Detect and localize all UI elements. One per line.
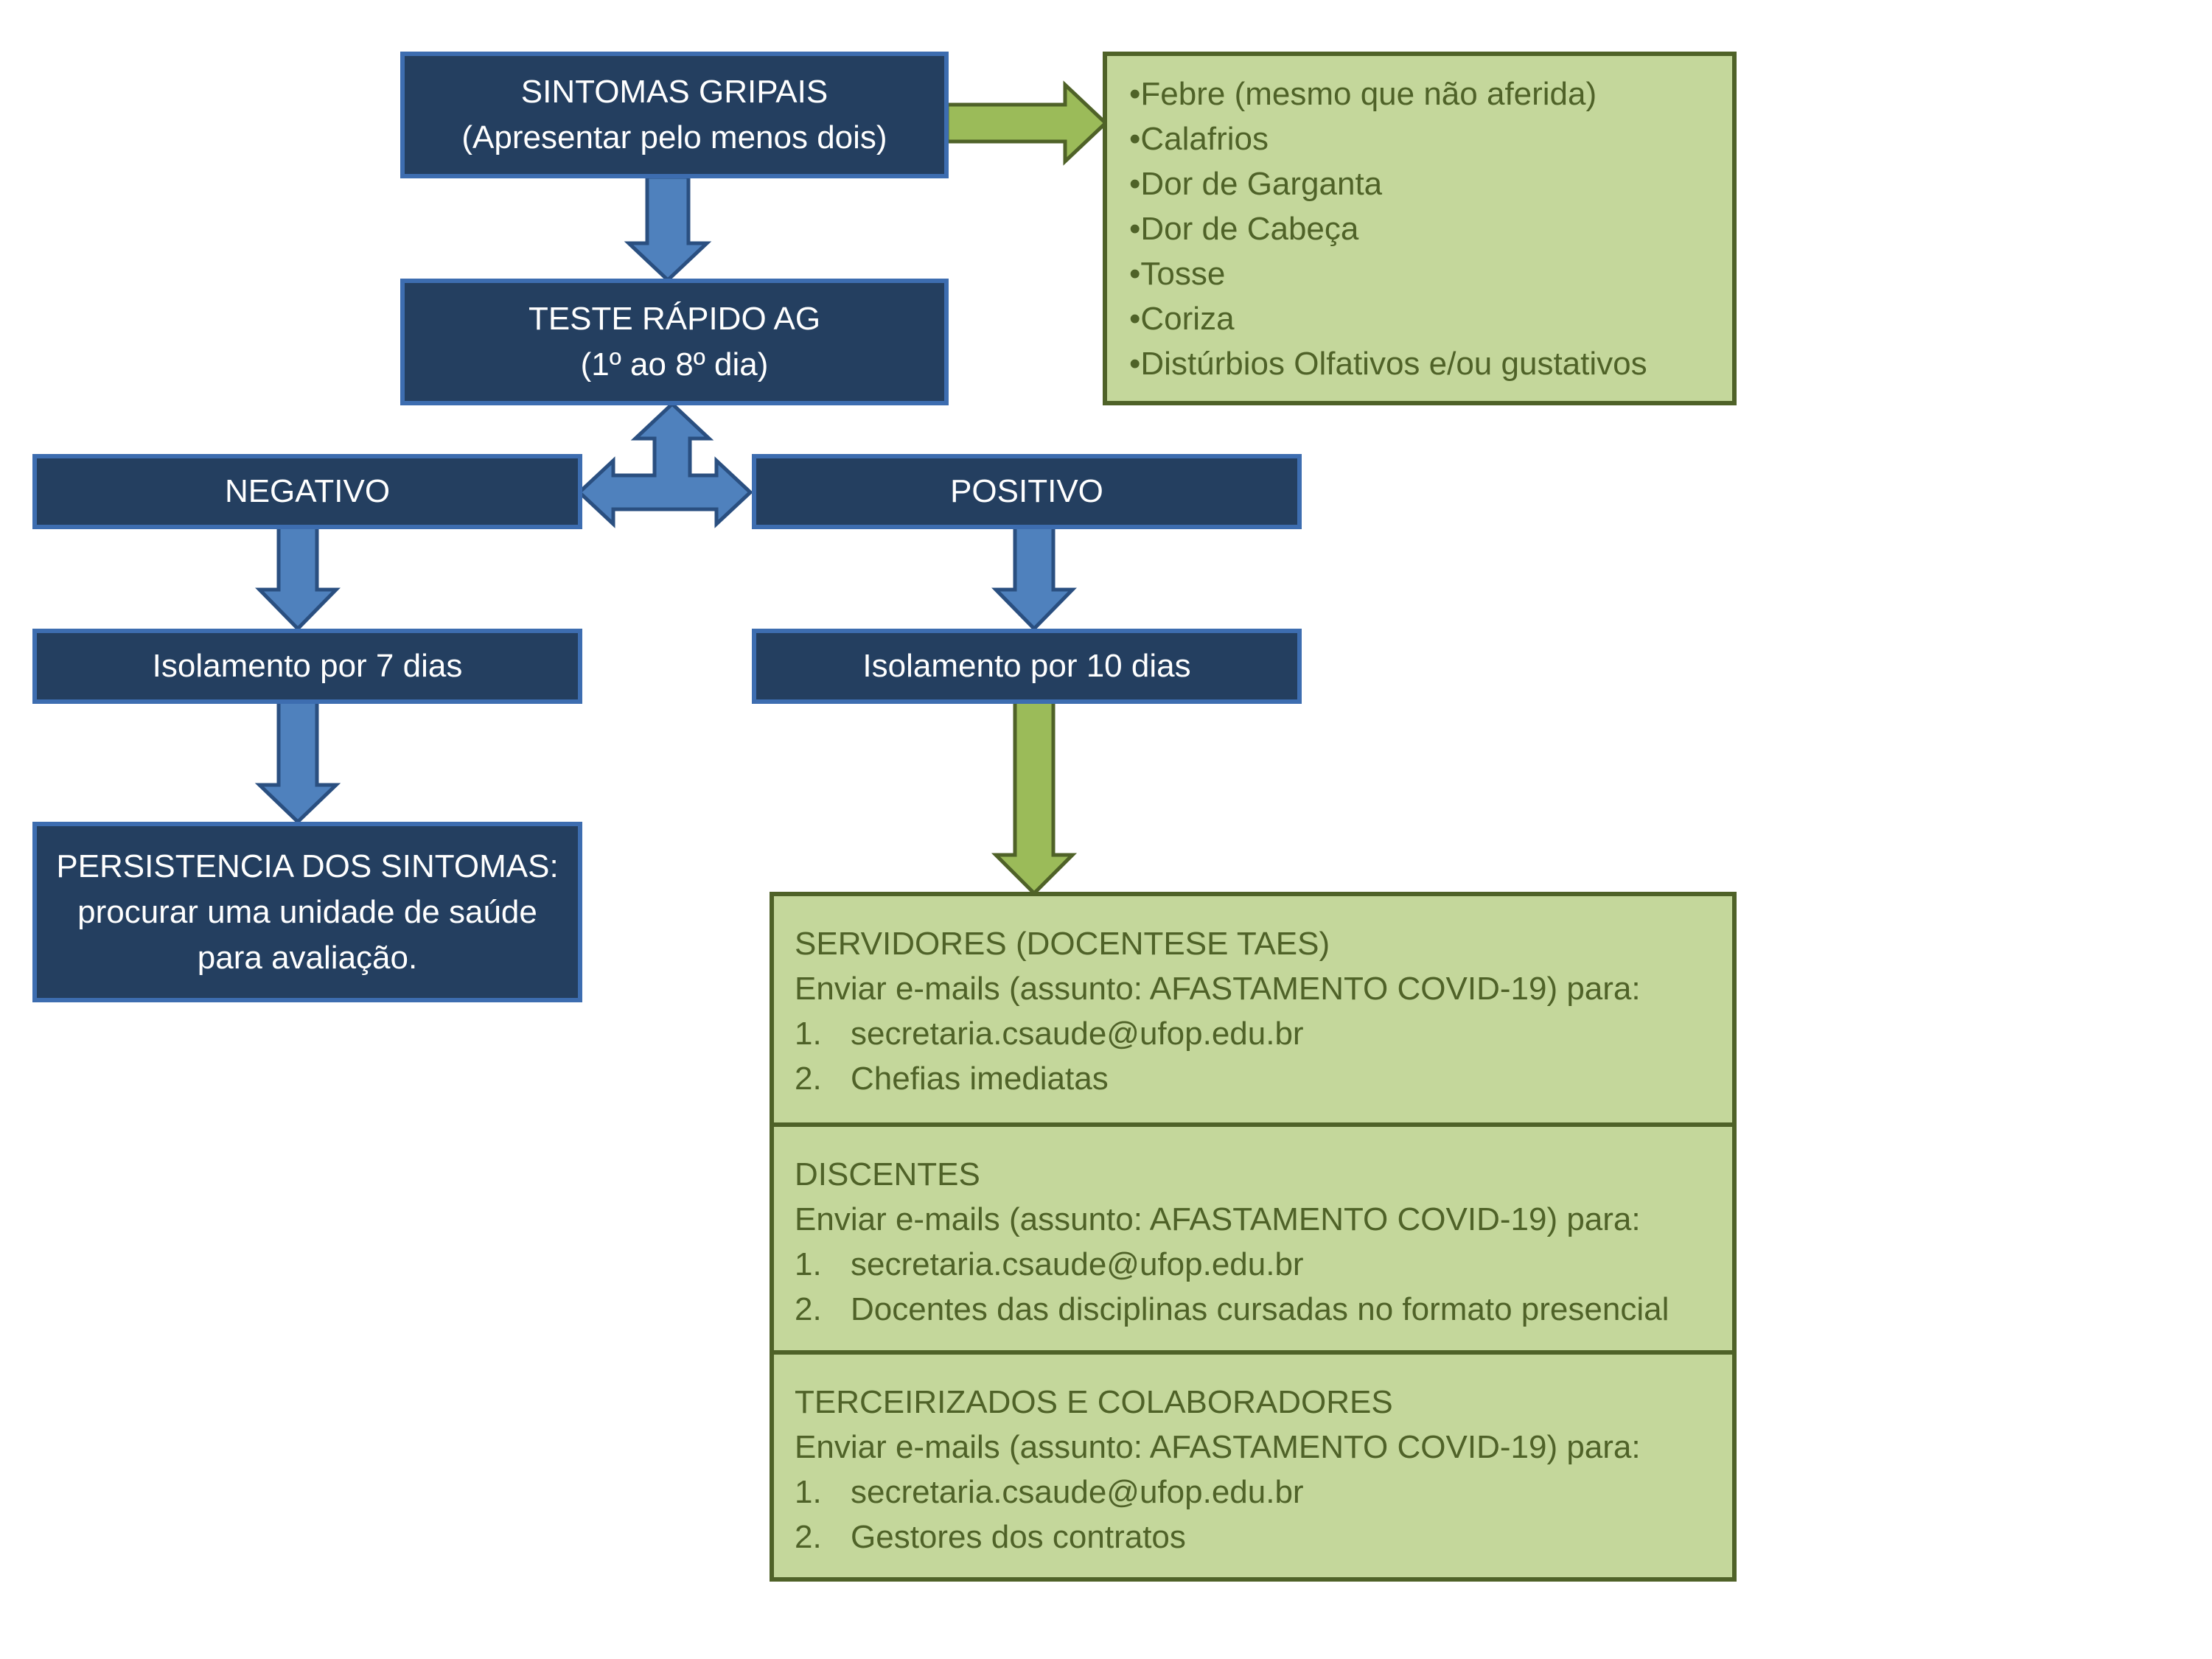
email-address: secretaria.csaude@ufop.edu.br	[851, 1016, 1304, 1052]
section-instruction: Enviar e-mails (assunto: AFASTAMENTO COV…	[795, 1201, 1641, 1237]
list-number: 1.	[795, 1246, 822, 1282]
list-number: 2.	[795, 1061, 822, 1097]
section-instruction: Enviar e-mails (assunto: AFASTAMENTO COV…	[795, 1429, 1641, 1465]
symptom-item: •Dor de Garganta	[1129, 165, 1383, 202]
list-item: 1. secretaria.csaude@ufop.edu.br	[795, 1242, 1712, 1287]
arrow-negative-to-isolation	[255, 523, 341, 632]
persistence-line: procurar uma unidade de saúde	[77, 893, 537, 930]
symptom-item: •Coriza	[1129, 300, 1235, 337]
list-item: 2. Chefias imediatas	[795, 1056, 1712, 1101]
symptoms-title: SINTOMAS GRIPAIS	[520, 74, 828, 110]
list-item: 2. Docentes das disciplinas cursadas no f…	[795, 1287, 1712, 1332]
arrow-symptoms-to-list	[945, 80, 1109, 166]
symptoms-box: SINTOMAS GRIPAIS (Apresentar pelo menos …	[400, 52, 949, 178]
symptom-item: •Calafrios	[1129, 120, 1269, 157]
symptoms-list-box: •Febre (mesmo que não aferida) •Calafrio…	[1103, 52, 1737, 405]
section-instruction: Enviar e-mails (assunto: AFASTAMENTO COV…	[795, 971, 1641, 1007]
negative-box: NEGATIVO	[32, 454, 582, 529]
persistence-line: para avaliação.	[197, 939, 418, 976]
test-title: TESTE RÁPIDO AG	[528, 301, 821, 337]
list-number: 1.	[795, 1016, 822, 1052]
positive-box: POSITIVO	[752, 454, 1302, 529]
persistence-line: PERSISTENCIA DOS SINTOMAS:	[56, 848, 559, 884]
positive-isolation-box: Isolamento por 10 dias	[752, 629, 1302, 704]
list-number: 2.	[795, 1519, 822, 1555]
symptom-item: •Febre (mesmo que não aferida)	[1129, 75, 1597, 112]
positive-label: POSITIVO	[950, 473, 1103, 509]
arrow-isolation-to-persistence	[254, 698, 341, 825]
test-subtitle: (1º ao 8º dia)	[580, 346, 769, 383]
list-number: 2.	[795, 1291, 822, 1327]
section-heading: DISCENTES	[795, 1156, 980, 1192]
symptom-item: •Distúrbios Olfativos e/ou gustativos	[1129, 345, 1647, 382]
list-item-text: Gestores dos contratos	[851, 1519, 1186, 1555]
email-address: secretaria.csaude@ufop.edu.br	[851, 1246, 1304, 1282]
arrow-symptoms-to-test	[624, 175, 712, 283]
arrow-isolation-to-notifications	[991, 698, 1078, 896]
negative-isolation-label: Isolamento por 7 dias	[152, 648, 463, 684]
notification-section-terceirizados: TERCEIRIZADOS E COLABORADORES Enviar e-m…	[774, 1350, 1732, 1577]
list-item: 1. secretaria.csaude@ufop.edu.br	[795, 1470, 1712, 1515]
negative-isolation-box: Isolamento por 7 dias	[32, 629, 582, 704]
symptom-item: •Dor de Cabeça	[1129, 210, 1359, 247]
list-item-text: Docentes das disciplinas cursadas no for…	[851, 1291, 1670, 1327]
email-address: secretaria.csaude@ufop.edu.br	[851, 1474, 1304, 1510]
list-item-text: Chefias imediatas	[851, 1061, 1109, 1097]
notification-section-discentes: DISCENTES Enviar e-mails (assunto: AFAST…	[774, 1122, 1732, 1350]
list-item: 2. Gestores dos contratos	[795, 1515, 1712, 1560]
positive-isolation-label: Isolamento por 10 dias	[862, 648, 1191, 684]
section-heading: TERCEIRIZADOS E COLABORADORES	[795, 1384, 1393, 1420]
negative-label: NEGATIVO	[224, 473, 391, 509]
test-box: TESTE RÁPIDO AG (1º ao 8º dia)	[400, 279, 949, 405]
list-item: 1. secretaria.csaude@ufop.edu.br	[795, 1011, 1712, 1056]
symptoms-subtitle: (Apresentar pelo menos dois)	[461, 119, 887, 156]
list-number: 1.	[795, 1474, 822, 1510]
notification-section-servidores: SERVIDORES (DOCENTESE TAES) Enviar e-mai…	[774, 896, 1732, 1122]
persistence-box: PERSISTENCIA DOS SINTOMAS: procurar uma …	[32, 822, 582, 1002]
arrow-positive-to-isolation	[991, 523, 1077, 632]
section-heading: SERVIDORES (DOCENTESE TAES)	[795, 926, 1330, 962]
notification-box: SERVIDORES (DOCENTESE TAES) Enviar e-mai…	[770, 892, 1737, 1582]
symptom-item: •Tosse	[1129, 255, 1226, 292]
arrow-test-branch	[576, 401, 753, 528]
